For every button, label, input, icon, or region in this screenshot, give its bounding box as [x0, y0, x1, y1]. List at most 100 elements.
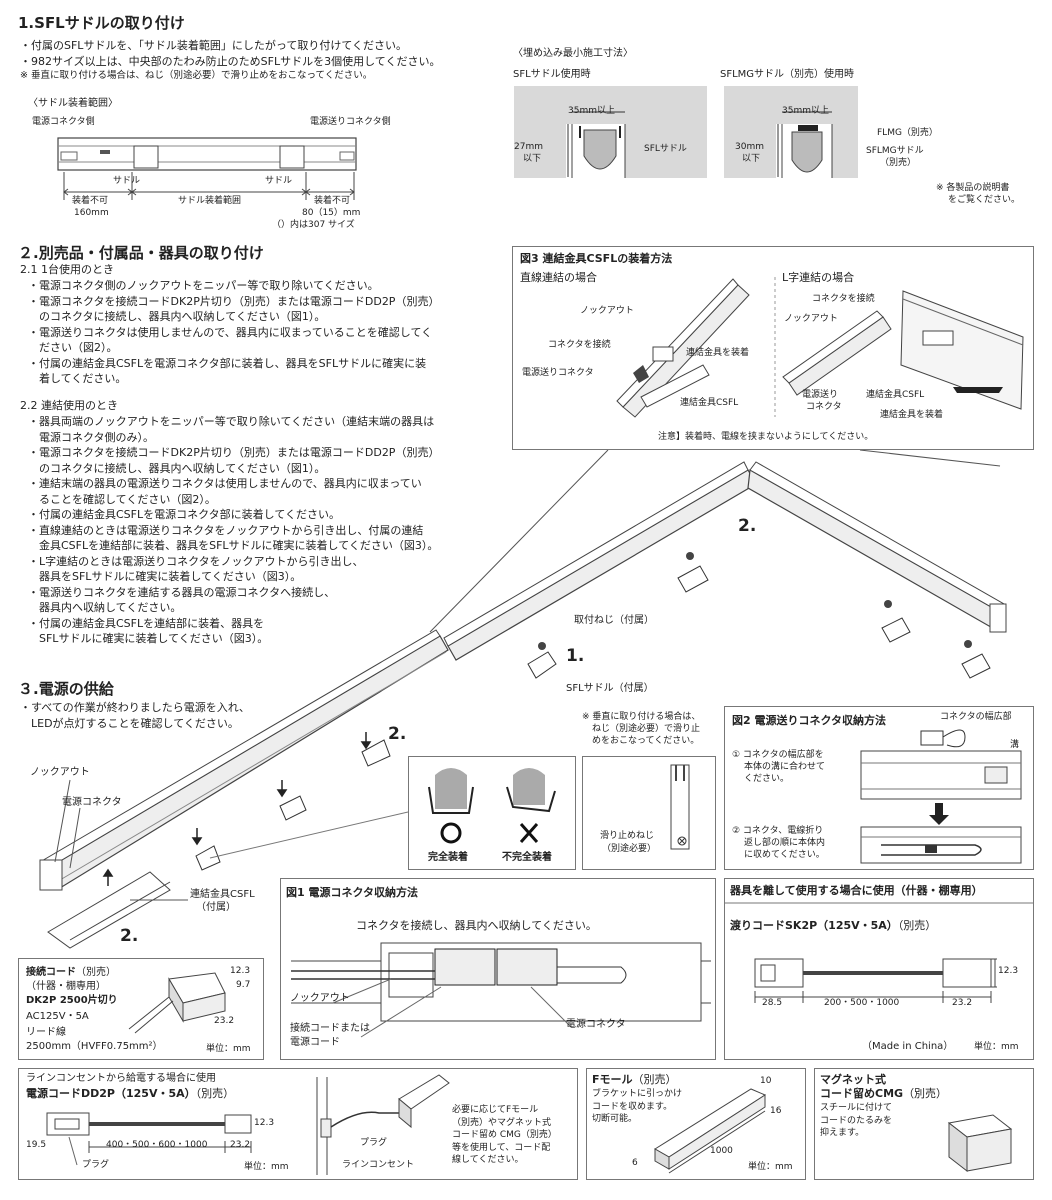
fig3-attach: 連結金具を装着: [686, 348, 750, 358]
cmg-drawing: [947, 1114, 1013, 1173]
embed-b-depth2: 以下: [742, 154, 761, 164]
fig1-drawing: [291, 942, 711, 1038]
outlet-label: ラインコンセント: [342, 1160, 415, 1170]
fig2-box: [724, 706, 1034, 870]
cmg-title2: コード留めCMG: [820, 1087, 904, 1100]
fmall-drawing: [654, 1088, 767, 1174]
saddle-range-drawing: [57, 137, 357, 200]
stop-screw: 滑り止めねじ: [600, 831, 655, 841]
s2-line: ・電源送りコネクタを連結する器具の電源コネクタへ接続し、: [28, 585, 336, 599]
s2-line: ・電源コネクタを接続コードDK2P片切り（別売）または電源コードDD2P（別売）: [28, 446, 440, 459]
fig1-power-conn: 電源コネクタ: [566, 1019, 626, 1030]
s2-line: のコネクタに接続し、器具内へ収納してください（図1）。: [28, 310, 326, 323]
plug-label: プラグ: [82, 1160, 110, 1170]
s3-line: LEDが点灯することを確認してください。: [20, 716, 239, 730]
dd2p-unit: 単位：mm: [244, 1162, 289, 1172]
dd2p-dim: 12.3: [254, 1118, 275, 1128]
s2-sub2: 2.2 連結使用のとき: [20, 399, 118, 412]
feed-conn-side: 電源送りコネクタ側: [310, 117, 391, 127]
fmall-line: ブラケットに引っかけ: [592, 1089, 683, 1099]
s2-line: ・電源コネクタを接続コードDK2P片切り（別売）または電源コードDD2P（別売）: [28, 294, 440, 308]
dk2p-title: 接続コード: [26, 967, 76, 978]
fmall-title: Fモール: [592, 1073, 633, 1086]
dd2p-dim: 23.2: [230, 1140, 251, 1150]
fig1-caption: コネクタを接続し、器具内へ収納してください。: [356, 919, 597, 932]
embed-a-depth2: 以下: [523, 154, 542, 164]
vertical-note: ねじ（別途必要）で滑り止: [592, 724, 701, 734]
knockout-label: ノックアウト: [30, 767, 90, 778]
s1-line: ※ 垂直に取り付ける場合は、ねじ（別途必要）で滑り止めをおこなってください。: [20, 70, 373, 81]
s2-line: ・電源送りコネクタは使用しませんので、器具内に収まっていることを確認してく: [28, 325, 433, 339]
fmall-dim: 1000: [710, 1146, 733, 1156]
dk2p-title2: （什器・棚専用）: [26, 981, 106, 992]
embed-a-depth: 27mm: [514, 142, 543, 152]
s3-line: ・すべての作業が終わりましたら電源を入れ、: [20, 701, 250, 714]
s2-line: ・連結末端の器具の電源送りコネクタは使用しませんので、器具内に収まってい: [28, 477, 422, 490]
s2-line: ・器具両端のノックアウトをニッパー等で取り除いてください（連結末端の器具は: [28, 415, 435, 428]
dd2p-note-line: コード留め CMG（別売）: [452, 1130, 557, 1140]
fmall-dim: 10: [760, 1076, 772, 1086]
dim-right: 装着不可: [314, 196, 351, 206]
s2-line: 器具内へ収納してください。: [28, 601, 182, 614]
cmg-line: スチールに付けて: [820, 1103, 893, 1113]
s2-sub1: 2.1 1台使用のとき: [20, 263, 114, 276]
fig3-csfl: 連結金具CSFL: [680, 398, 739, 408]
sk2p-unit: 単位：mm: [974, 1042, 1019, 1052]
fmall-title-b: （別売）: [632, 1073, 677, 1086]
embed-b-part3: （別売）: [880, 158, 917, 168]
section3-title: ３.電源の供給: [18, 680, 114, 698]
sk2p-box: [724, 878, 1034, 1060]
fmall-dim: 6: [632, 1158, 638, 1168]
embed-note: ※ 各製品の説明書: [936, 183, 1010, 193]
embed-b-width: 35mm以上: [782, 106, 829, 116]
s1-line: ・付属のSFLサドルを、「サドル装着範囲」にしたがって取り付けてください。: [20, 39, 408, 52]
s2-line: 電源コネクタ側のみ）。: [28, 430, 155, 444]
dd2p-note-line: 必要に応じてFモール: [452, 1105, 539, 1115]
embed-a-diagram: [510, 82, 710, 182]
ok-label: 完全装着: [428, 852, 468, 863]
s2-line: ・付属の連結金具CSFLを電源コネクタ部に装着してください。: [28, 508, 341, 521]
range-caption: 〈サドル装着範囲〉: [28, 98, 118, 109]
cmg-line: コードのたるみを: [820, 1115, 893, 1126]
s2-sub2-text: ・器具両端のノックアウトをニッパー等で取り除いてください（連結末端の器具は 電源…: [28, 414, 439, 647]
dd2p-dim: 19.5: [26, 1140, 47, 1150]
dd2p-note-line: 等を使用して、コード配: [452, 1142, 551, 1153]
fig1-box: [280, 878, 716, 1060]
fig3-l-feed2: コネクタ: [806, 402, 842, 412]
fig1-knockout: ノックアウト: [290, 993, 350, 1004]
fig3-l-attach: 連結金具を装着: [880, 410, 944, 420]
fig2-step1: ください。: [744, 774, 790, 784]
dk2p-box: [18, 958, 264, 1060]
fmall-line: コードを収めます。: [592, 1101, 673, 1112]
saddle-label: サドル: [113, 176, 141, 186]
embed-b-drawing: [724, 86, 858, 178]
fmall-line: 切断可能。: [592, 1114, 638, 1124]
s2-line: のコネクタに接続し、器具内へ収納してください（図1）。: [28, 461, 326, 475]
step-2-label: 2.: [738, 516, 757, 536]
sk2p-dim: 23.2: [952, 998, 973, 1008]
dd2p-box: [18, 1068, 578, 1180]
fig3-l-feed: 電源送り: [802, 390, 839, 400]
sk2p-title-b: （別売）: [897, 919, 937, 932]
section1-text: ・付属のSFLサドルを、「サドル装着範囲」にしたがって取り付けてください。 ・9…: [20, 38, 440, 82]
section2-title: ２.別売品・付属品・器具の取り付け: [18, 244, 264, 262]
dd2p-note: 必要に応じてFモール （別売）やマグネット式 コード留め CMG（別売） 等を使…: [452, 1104, 557, 1167]
embed-b-diagram: [720, 82, 860, 182]
s2-line: ・直線連結のときは電源送りコネクタをノックアウトから引き出し、付属の連結: [28, 523, 424, 537]
vertical-note: めをおこなってください。: [592, 736, 700, 746]
embed-a-title: SFLサドル使用時: [513, 69, 591, 80]
fig2-wide: コネクタの幅広部: [940, 712, 1012, 722]
fig2-step2: ② コネクタ、電線折り: [732, 826, 824, 836]
fig2-step2: 返し部の順に本体内: [744, 838, 826, 848]
fig2-drawing: [860, 729, 1022, 864]
s2-sub1-text: ・電源コネクタ側のノックアウトをニッパー等で取り除いてください。 ・電源コネクタ…: [28, 278, 439, 387]
s2-line: 器具をSFLサドルに確実に装着してください（図3）。: [28, 570, 302, 583]
dim-left: 装着不可: [72, 196, 109, 206]
fig3-connect: コネクタを接続: [548, 340, 611, 350]
embed-a-width: 35mm以上: [568, 106, 615, 116]
fig2-groove: 溝: [1010, 740, 1020, 750]
dk2p-dim: 12.3: [230, 966, 251, 976]
cmg-title-b: （別売）: [903, 1087, 948, 1100]
dim-right-value: 80（15）mm: [302, 208, 361, 218]
fig3-feed: 電源送りコネクタ: [522, 368, 594, 378]
